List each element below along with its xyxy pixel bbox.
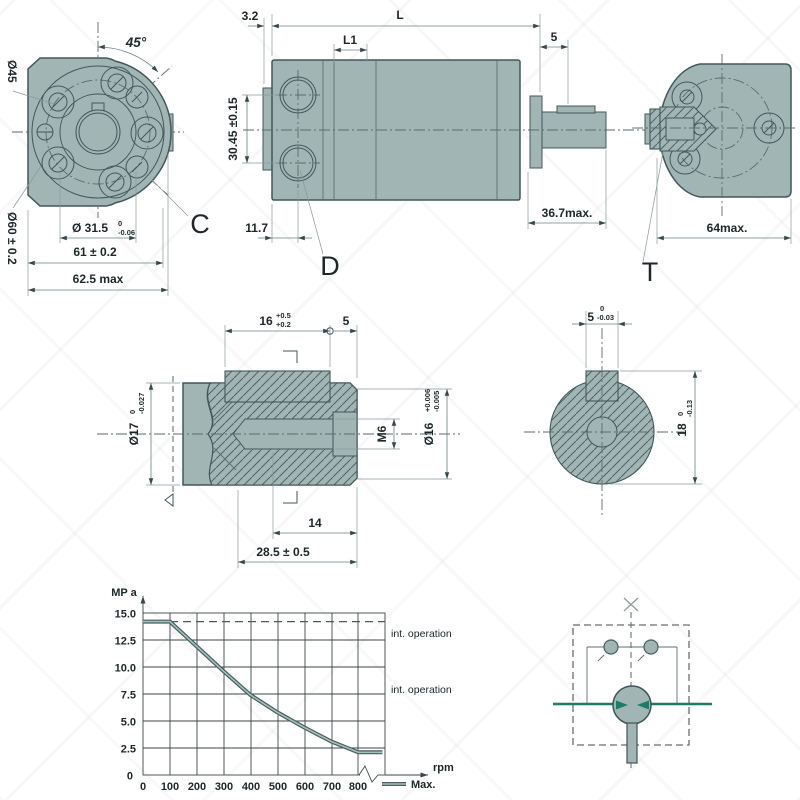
pressure-speed-chart: MP a 15.0 12.5 10.0 7.5 5.0 2.5 0 0 100 …: [111, 587, 454, 793]
svg-text:400: 400: [242, 781, 260, 793]
axis-break: [358, 765, 379, 783]
rear-width-dimension: 64max.: [707, 221, 748, 235]
outer-dia-label: Ø60 ± 0.2: [5, 212, 19, 265]
max-pressure-curve: [143, 619, 383, 755]
svg-text:5.0: 5.0: [121, 717, 136, 729]
parallel-key: [224, 370, 331, 403]
svg-text:10.0: 10.0: [115, 663, 136, 675]
view-rear: 64max. T: [632, 54, 798, 287]
total-length-dimension: 28.5 ± 0.5: [256, 545, 310, 559]
shaft-ext-dimension: 36.7max.: [542, 206, 593, 220]
flow-arrow-left: [616, 700, 628, 710]
key-width-dimension: 5: [587, 310, 594, 324]
collar-dimension: 5: [551, 30, 558, 44]
section-height-tol-top: 0: [676, 412, 685, 416]
svg-text:100: 100: [161, 781, 179, 793]
view-key-section: 5 0 -0.03 18 0 -0.13: [524, 304, 702, 516]
legend-max-label: Max.: [411, 779, 435, 791]
svg-text:0: 0: [127, 771, 133, 783]
seat-dia-dimension: Ø16: [422, 422, 436, 445]
bolt-circle-dia-label: Ø45: [5, 60, 19, 83]
key-width-tol-bot: -0.03: [597, 313, 614, 322]
svg-text:800: 800: [349, 781, 367, 793]
length1-dimension: L1: [343, 33, 357, 47]
key-length-dimension: 16: [259, 314, 273, 328]
svg-text:600: 600: [296, 781, 314, 793]
shaft-collar: [529, 95, 543, 169]
hub-dia-tol-top: 0: [118, 219, 122, 228]
seat-dia-tol-bot: -0.005: [432, 391, 441, 412]
svg-text:0: 0: [140, 781, 146, 793]
shaft-dia-tol-top: 0: [128, 410, 137, 414]
motor-shaft-symbol: [626, 722, 638, 764]
legend: Max.: [382, 779, 435, 791]
hydraulic-schematic: [553, 597, 712, 770]
port-letter-c: C: [190, 209, 210, 239]
rear-body-outline: [658, 63, 792, 198]
seat-dia-tol-top: +0.006: [423, 389, 432, 412]
svg-text:2.5: 2.5: [121, 744, 136, 756]
y-axis-label: MP a: [111, 587, 137, 599]
ports: [279, 76, 317, 182]
key-width-tol-top: 0: [600, 304, 604, 313]
schematic-boundary: [572, 624, 690, 746]
port-offset-dimension: 11.7: [245, 221, 268, 235]
thread-dimension: M6: [375, 425, 389, 442]
datum-flag: [164, 493, 174, 507]
port-letter-t: T: [642, 257, 659, 287]
key-length-tol-bot: +0.2: [276, 320, 291, 329]
svg-text:200: 200: [188, 781, 206, 793]
annotation-int-operation-2: int. operation: [391, 684, 452, 696]
shaft-bore: [78, 112, 118, 152]
view-shaft-section: Ø17 0 -0.027 16 +0.5 +0.2 5 M6 Ø16 +0.00…: [97, 311, 460, 568]
svg-text:15.0: 15.0: [115, 609, 136, 621]
grid-lines: [143, 613, 385, 775]
port-letter-d: D: [320, 251, 340, 281]
angle-dimension: 45°: [125, 35, 147, 50]
hub-circle: [59, 93, 137, 171]
svg-text:7.5: 7.5: [121, 690, 136, 702]
port-face-plate: [262, 87, 273, 171]
width-dimension: 61 ± 0.2: [73, 245, 117, 259]
svg-text:500: 500: [269, 781, 287, 793]
check-valve-left: [603, 639, 619, 655]
shaft-dia-tol-bot: -0.027: [137, 393, 146, 414]
check-valve-right: [643, 639, 659, 655]
length-dimension: L: [396, 8, 403, 22]
max-width-dimension: 62.5 max: [73, 272, 124, 286]
hub-dia-dimension: Ø 31.5: [72, 221, 108, 235]
svg-text:300: 300: [215, 781, 233, 793]
x-port-symbol: [623, 597, 639, 612]
bolt-circle: [45, 79, 151, 185]
shaft-dia-dimension: Ø17: [127, 422, 141, 445]
key-length-tol-top: +0.5: [276, 311, 291, 320]
view-side: 3.2 L L1 5 30.45 ±0.15 11.7 36.7max. D: [226, 8, 648, 281]
port-holes: [36, 85, 149, 179]
y-tick-labels: 15.0 12.5 10.0 7.5 5.0 2.5 0: [115, 609, 136, 783]
hub-dia-tol-bot: -0.06: [118, 228, 135, 237]
drain-plug-section: [644, 106, 717, 152]
svg-text:12.5: 12.5: [115, 636, 136, 648]
section-height-dimension: 18: [675, 423, 689, 437]
key-end-dimension: 5: [343, 314, 350, 328]
flow-arrow-right: [637, 700, 649, 710]
thread-depth-dimension: 14: [308, 516, 322, 530]
shaft-key: [556, 105, 596, 114]
section-height-tol-bot: -0.13: [685, 400, 694, 417]
x-tick-labels: 0 100 200 300 400 500 600 700 800: [140, 781, 367, 793]
port-spacing-dimension: 30.45 ±0.15: [226, 97, 240, 161]
view-front-flange: 45° Ø45 Ø60 ± 0.2 Ø 31.5 0 -0.06 61 ± 0.…: [5, 22, 210, 296]
x-axis-label: rpm: [433, 762, 454, 774]
svg-text:700: 700: [323, 781, 341, 793]
annotation-int-operation-1: int. operation: [391, 628, 452, 640]
plate-thickness-dimension: 3.2: [242, 9, 259, 23]
